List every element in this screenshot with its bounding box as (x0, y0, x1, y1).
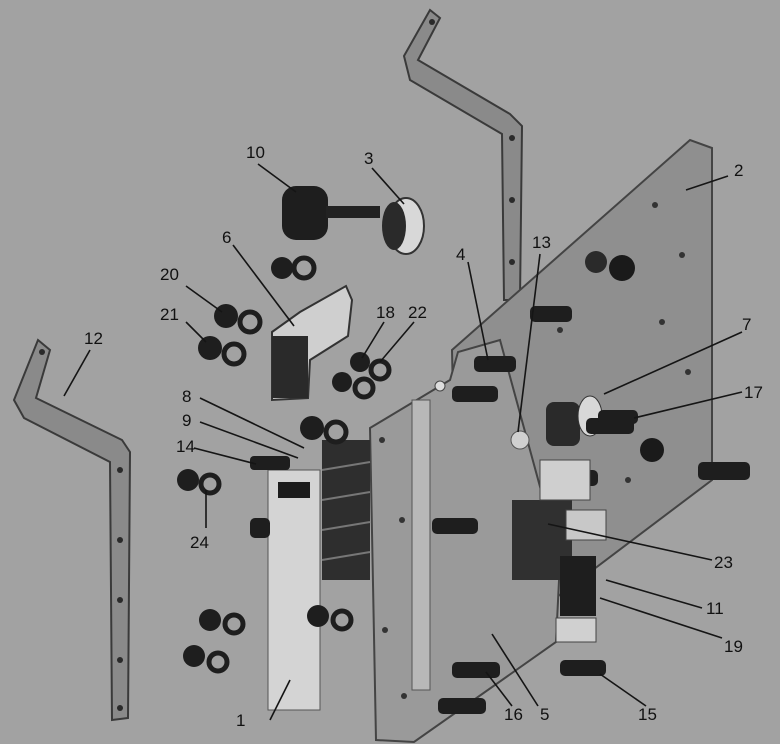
front-plate (368, 338, 562, 744)
hardware-parts (177, 186, 750, 714)
callout-5: 5 (540, 705, 549, 724)
mechanism-block (267, 440, 371, 711)
callout-16: 16 (504, 705, 523, 724)
bracket-top (402, 8, 524, 301)
callout-13: 13 (532, 233, 551, 252)
callout-2: 2 (734, 161, 743, 180)
callout-18: 18 (376, 303, 395, 322)
callout-4: 4 (456, 245, 465, 264)
callout-12: 12 (84, 329, 103, 348)
callout-23: 23 (714, 553, 733, 572)
callout-19: 19 (724, 637, 743, 656)
callout-8: 8 (182, 387, 191, 406)
callout-14: 14 (176, 437, 195, 456)
callout-7: 7 (742, 315, 751, 334)
leader-lines (63, 163, 743, 721)
callout-9: 9 (182, 411, 191, 430)
callout-15: 15 (638, 705, 657, 724)
callout-labels: 1 2 3 4 5 6 7 8 9 10 11 12 13 14 15 16 1… (84, 143, 763, 730)
bracket-left (12, 338, 132, 722)
callout-20: 20 (160, 265, 179, 284)
callout-21: 21 (160, 305, 179, 324)
callout-3: 3 (364, 149, 373, 168)
callout-22: 22 (408, 303, 427, 322)
callout-24: 24 (190, 533, 209, 552)
callout-6: 6 (222, 228, 231, 247)
callout-17: 17 (744, 383, 763, 402)
callout-11: 11 (706, 599, 724, 618)
callout-1: 1 (236, 711, 245, 730)
callout-10: 10 (246, 143, 265, 162)
